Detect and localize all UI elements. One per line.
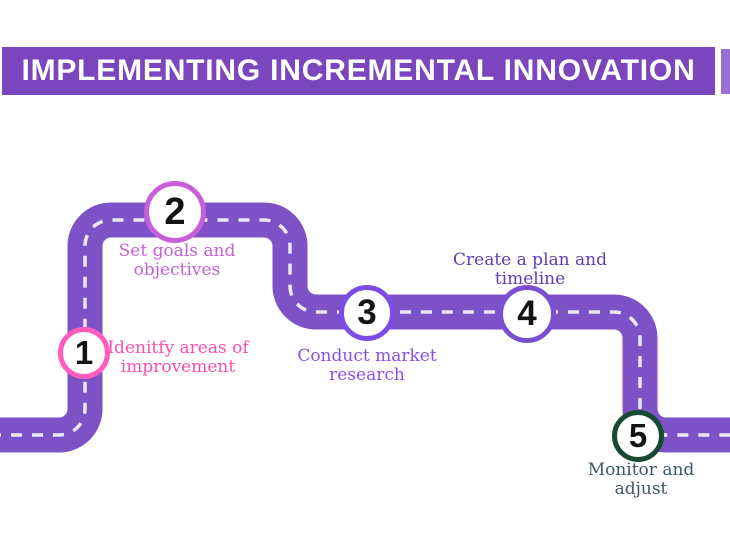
step-1-label: Idenitfy areas of improvement xyxy=(107,338,249,377)
page-title: IMPLEMENTING INCREMENTAL INNOVATION xyxy=(21,54,696,87)
step-5-label: Monitor and adjust xyxy=(587,460,695,499)
step-3-number: 3 xyxy=(357,293,377,332)
step-1-number: 1 xyxy=(74,334,94,371)
step-4-circle: 4 xyxy=(498,285,556,343)
step-3-label: Conduct market research xyxy=(297,346,437,385)
banner-accent-strip xyxy=(721,49,730,94)
step-1-circle: 1 xyxy=(58,327,110,379)
step-5-circle: 5 xyxy=(612,410,664,462)
step-4-label: Create a plan and timeline xyxy=(453,250,607,289)
step-5-number: 5 xyxy=(628,417,648,454)
title-banner: IMPLEMENTING INCREMENTAL INNOVATION xyxy=(2,47,715,95)
step-3-circle: 3 xyxy=(339,285,395,341)
step-2-label: Set goals and objectives xyxy=(118,241,236,280)
step-4-number: 4 xyxy=(517,294,537,333)
step-2-number: 2 xyxy=(164,190,186,233)
step-2-circle: 2 xyxy=(144,181,206,243)
road-center-dashes-line xyxy=(0,218,730,437)
